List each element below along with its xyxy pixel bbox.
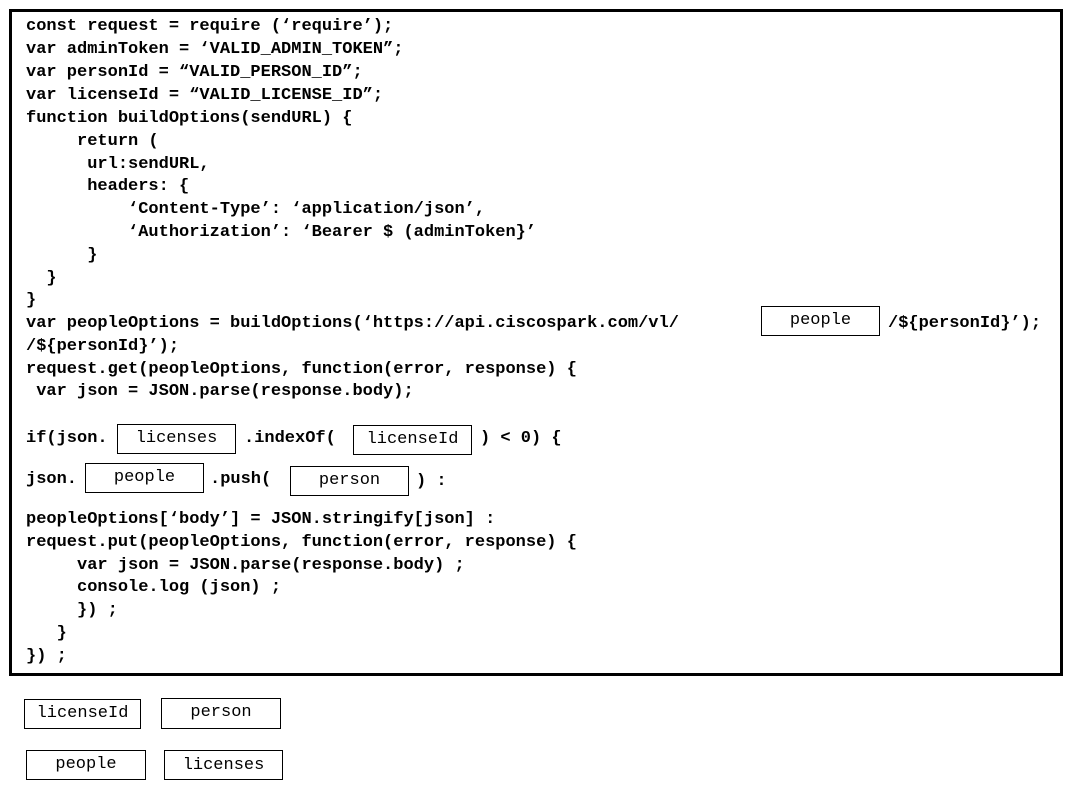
code-line-13: } bbox=[26, 291, 37, 310]
code-line-4: var licenseId = “VALID_LICENSE_ID”; bbox=[26, 86, 384, 105]
code-line-25: } bbox=[26, 624, 67, 643]
code-line-22: var json = JSON.parse(response.body) ; bbox=[26, 556, 465, 575]
code-panel bbox=[9, 9, 1063, 676]
code-line-3: var personId = “VALID_PERSON_ID”; bbox=[26, 63, 363, 82]
code-line-19-end: ) : bbox=[416, 472, 447, 491]
choice-licenseid[interactable]: licenseId bbox=[24, 699, 141, 729]
code-line-24: }) ; bbox=[26, 601, 118, 620]
code-line-20: peopleOptions[‘body’] = JSON.stringify[j… bbox=[26, 510, 496, 529]
code-line-2: var adminToken = ‘VALID_ADMIN_TOKEN”; bbox=[26, 40, 404, 59]
code-line-18-middle: .indexOf( bbox=[244, 429, 336, 448]
code-line-18-end: ) < 0) { bbox=[480, 429, 562, 448]
choice-person[interactable]: person bbox=[161, 698, 281, 729]
code-line-9: ‘Content-Type’: ‘application/json’, bbox=[26, 200, 486, 219]
url-path-slot[interactable]: people bbox=[761, 306, 880, 336]
code-line-8: headers: { bbox=[26, 177, 190, 196]
code-line-10: ‘Authorization’: ‘Bearer $ (adminToken}’ bbox=[26, 223, 537, 242]
code-line-12: } bbox=[26, 269, 57, 288]
json-property-slot-2[interactable]: people bbox=[85, 463, 204, 493]
code-line-1: const request = require (‘require’); bbox=[26, 17, 394, 36]
json-property-slot-1[interactable]: licenses bbox=[117, 424, 236, 454]
code-line-7: url:sendURL, bbox=[26, 155, 210, 174]
code-line-21: request.put(peopleOptions, function(erro… bbox=[26, 533, 577, 552]
code-line-16: request.get(peopleOptions, function(erro… bbox=[26, 360, 577, 379]
code-line-17: var json = JSON.parse(response.body); bbox=[26, 382, 414, 401]
choice-licenses[interactable]: licenses bbox=[164, 750, 283, 780]
choice-people[interactable]: people bbox=[26, 750, 146, 780]
push-argument-slot[interactable]: person bbox=[290, 466, 409, 496]
code-line-14: var peopleOptions = buildOptions(‘https:… bbox=[26, 314, 679, 333]
code-line-23: console.log (json) ; bbox=[26, 578, 282, 597]
code-line-14-tail: /${personId}’); bbox=[888, 314, 1042, 333]
code-line-26: }) ; bbox=[26, 647, 67, 666]
code-line-19-middle: .push( bbox=[210, 470, 272, 489]
code-line-6: return ( bbox=[26, 132, 159, 151]
code-line-11: } bbox=[26, 246, 98, 265]
code-line-19-start: json. bbox=[26, 470, 78, 489]
code-line-15: /${personId}’); bbox=[26, 337, 180, 356]
code-line-18-start: if(json. bbox=[26, 429, 108, 448]
indexof-argument-slot[interactable]: licenseId bbox=[353, 425, 472, 455]
code-line-5: function buildOptions(sendURL) { bbox=[26, 109, 353, 128]
